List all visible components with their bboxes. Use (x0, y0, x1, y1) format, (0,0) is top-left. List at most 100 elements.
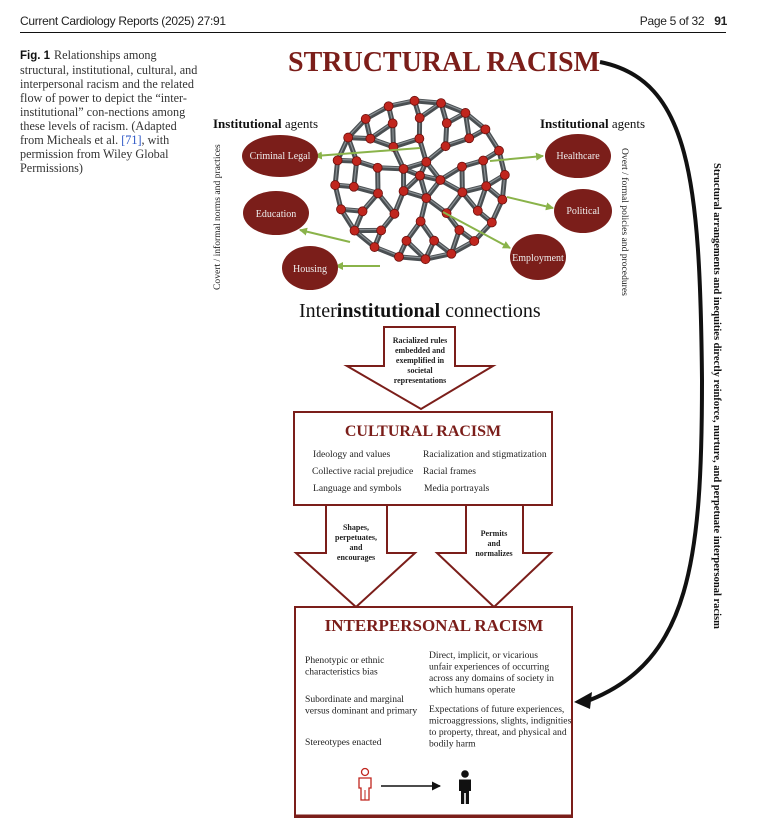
arrow-text-line: perpetuates, (335, 533, 377, 542)
person-solid-icon (459, 770, 471, 804)
arrow-text-line: Shapes, (343, 523, 369, 532)
connector-political (506, 196, 554, 211)
svg-text:Healthcare: Healthcare (556, 151, 600, 162)
svg-text:Housing: Housing (293, 264, 327, 275)
shapes-perpetuates-arrow (293, 504, 418, 609)
page-number: Page 5 of 32 (639, 14, 705, 28)
molecule-node (481, 181, 492, 192)
molecule-node (421, 193, 432, 203)
institution-employment: Employment (510, 234, 566, 280)
institution-housing: Housing (282, 246, 338, 290)
arrow-text-line: encourages (337, 553, 375, 562)
molecule-node (441, 118, 452, 129)
interpersonal-item: Stereotypes enacted (305, 737, 382, 748)
molecule-node (436, 98, 446, 109)
interpersonal-item: versus dominant and primary (305, 706, 417, 717)
molecule-node (398, 163, 409, 174)
connector-criminal-legal (314, 147, 421, 160)
interpersonal-item: Subordinate and marginal (305, 694, 404, 705)
arrow-text-line: and (488, 539, 501, 548)
molecule-node (409, 95, 420, 106)
molecule-node (365, 133, 376, 144)
interpersonal-item: across any domains of society in (429, 673, 554, 684)
permits-normalizes-arrow (434, 504, 554, 609)
molecule-node (499, 170, 510, 180)
cultural-right-items: Racialization and stigmatization Racial … (423, 449, 547, 494)
caption-text: Relationships among structural, institut… (20, 48, 198, 147)
reinforcement-arrowhead (574, 692, 592, 709)
cultural-item: Racialization and stigmatization (423, 449, 547, 460)
citation-link[interactable]: [71] (121, 133, 142, 147)
person-outline-icon (358, 767, 372, 801)
page-header: Current Cardiology Reports (2025) 27:91 … (20, 14, 727, 34)
molecule-node (415, 216, 426, 227)
molecule-node (446, 248, 457, 259)
molecule-node (343, 132, 354, 143)
arrow-text-line: societal (407, 366, 433, 375)
covert-norms-label: Covert / informal norms and practices (212, 144, 223, 290)
molecule-node (357, 206, 368, 217)
molecule-node (394, 251, 404, 262)
svg-text:Criminal Legal: Criminal Legal (250, 151, 311, 162)
molecule-node (486, 217, 497, 228)
right-institutional-agents-label: Institutional agents (540, 116, 645, 131)
molecule-node (401, 235, 412, 246)
racialized-rules-arrow (343, 326, 497, 411)
molecule-node (414, 113, 425, 123)
arrow-text-line: embedded and (395, 346, 446, 355)
interinstitutional-connections-label: Interinstitutional connections (299, 300, 541, 322)
molecule-node (376, 225, 387, 236)
molecule-node (454, 225, 465, 235)
molecule-node (336, 204, 346, 215)
molecule-node (429, 235, 440, 246)
interpersonal-item: characteristics bias (305, 667, 378, 678)
molecule-node (457, 161, 467, 172)
molecule-node (464, 133, 475, 144)
cultural-item: Language and symbols (313, 483, 402, 494)
page-indicator: Page 5 of 32 91 (639, 14, 728, 28)
molecule-node (420, 254, 431, 265)
molecule-node (349, 225, 360, 236)
molecule-node (478, 155, 489, 166)
interpersonal-item: bodily harm (429, 739, 476, 750)
interpersonal-item: which humans operate (429, 685, 515, 696)
molecule-node (460, 108, 471, 118)
header-rule (20, 32, 726, 33)
caption-text-end: , with permission from Wiley Global Perm… (20, 133, 170, 175)
molecule-node (415, 170, 425, 181)
molecule-node (435, 175, 446, 185)
molecule-node (372, 162, 383, 173)
molecule-node (421, 157, 432, 167)
molecule-node (360, 114, 371, 124)
arrow-text-line: exemplified in (396, 356, 445, 365)
molecule-node (472, 205, 483, 216)
molecule-node (373, 188, 383, 199)
journal-citation: Current Cardiology Reports (2025) 27:91 (20, 14, 226, 28)
interpersonal-item: to property, threat, and physical and (429, 727, 567, 738)
left-institutional-agents-label: Institutional agents (213, 116, 318, 131)
connector-employment (442, 211, 511, 249)
interpersonal-item: Phenotypic or ethnic (305, 655, 384, 666)
figure-label: Fig. 1 (20, 50, 51, 62)
article-number: 91 (714, 14, 727, 28)
fullerene-molecule-icon (330, 95, 510, 265)
svg-text:Education: Education (256, 209, 297, 220)
structural-racism-title: STRUCTURAL RACISM (288, 47, 600, 78)
arrow-text-line: Racialized rules (393, 336, 447, 345)
molecule-node (330, 180, 341, 190)
cultural-item: Collective racial prejudice (312, 466, 413, 477)
molecule-node (387, 118, 398, 129)
cultural-racism-box (293, 411, 553, 506)
molecule-node (494, 145, 504, 156)
structural-reinforcement-label: Structural arrangements and inequities d… (711, 163, 722, 629)
svg-text:Political: Political (566, 206, 600, 217)
molecule-node (348, 181, 359, 192)
overt-policies-label: Overt / formal policies and procedures (619, 148, 630, 296)
interpersonal-item: Expectations of future experiences, (429, 704, 564, 715)
